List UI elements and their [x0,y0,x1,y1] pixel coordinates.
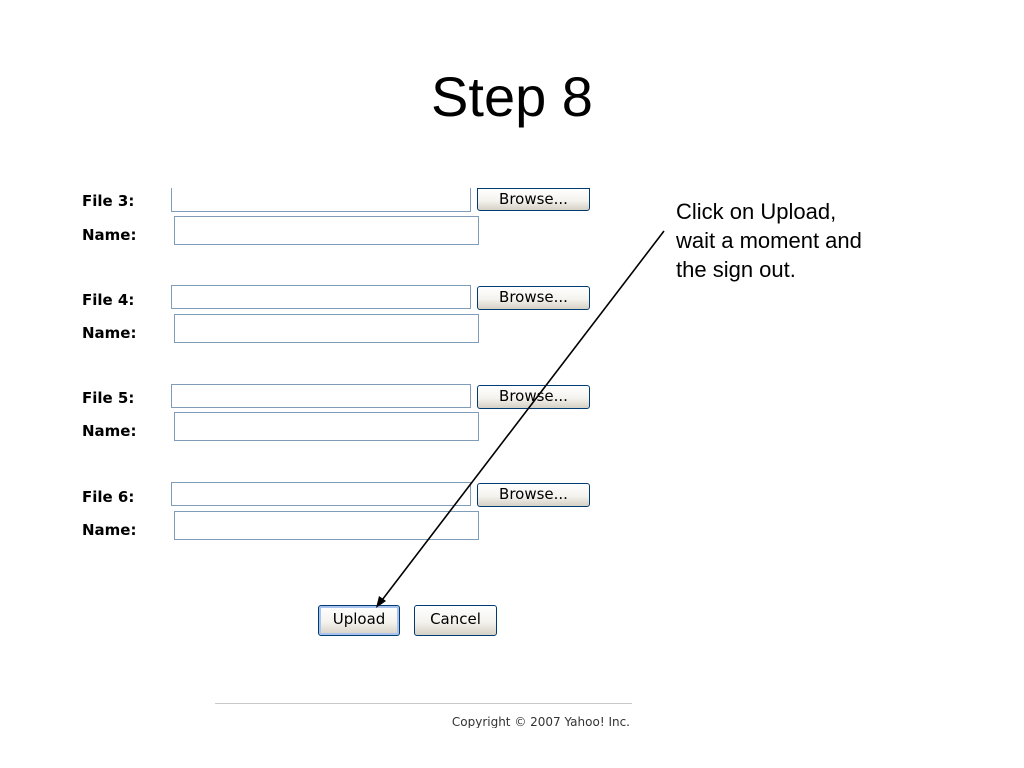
file-5-input[interactable] [171,384,471,408]
name-5-input[interactable] [174,412,479,441]
file-5-label: File 5: [82,389,135,407]
browse-button-file-6[interactable]: Browse... [477,483,590,507]
footer: Copyright © 2007 Yahoo! Inc. [215,712,632,728]
name-4-input[interactable] [174,314,479,343]
browse-button-file-3[interactable]: Browse... [477,188,590,211]
upload-form-screenshot: File 3: Browse... Name: File 4: Browse..… [82,188,632,728]
file-4-input[interactable] [171,285,471,309]
file-6-input[interactable] [171,482,471,506]
file-3-label: File 3: [82,192,135,210]
callout-line-3: the sign out. [676,257,796,282]
file-4-label: File 4: [82,291,135,309]
name-6-input[interactable] [174,511,479,540]
instruction-callout: Click on Upload, wait a moment and the s… [676,197,936,284]
name-6-label: Name: [82,521,137,539]
upload-button[interactable]: Upload [318,605,400,636]
name-3-input[interactable] [174,216,479,245]
browse-button-file-4[interactable]: Browse... [477,286,590,310]
browse-button-file-5[interactable]: Browse... [477,385,590,409]
footer-divider [215,703,632,704]
name-4-label: Name: [82,324,137,342]
name-5-label: Name: [82,422,137,440]
slide-title: Step 8 [431,65,593,128]
name-3-label: Name: [82,226,137,244]
copyright-text: Copyright © 2007 Yahoo! Inc. [451,715,630,728]
file-3-input[interactable] [171,188,471,212]
file-6-label: File 6: [82,488,135,506]
callout-line-2: wait a moment and [676,228,862,253]
cancel-button[interactable]: Cancel [414,605,497,636]
callout-line-1: Click on Upload, [676,199,837,224]
